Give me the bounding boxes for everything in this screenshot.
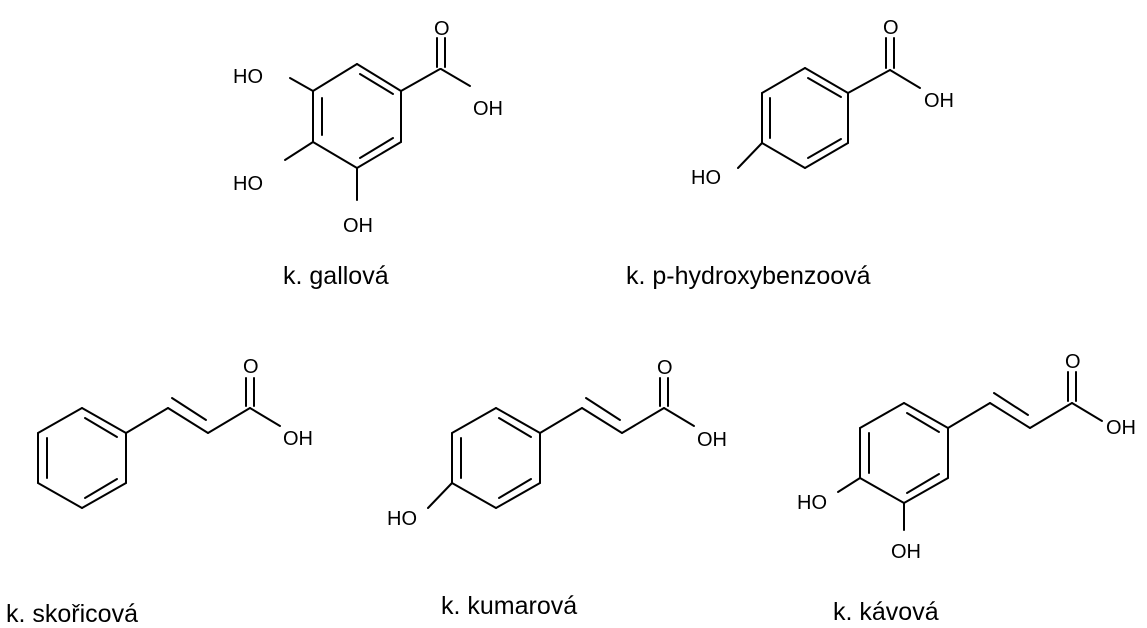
- bonds: [427, 377, 695, 509]
- molecule-cinnamic-acid: O OH k. skořicová: [6, 356, 313, 628]
- label-o-carbonyl: O: [243, 356, 259, 378]
- caption-caffeic-acid: k. kávová: [833, 598, 939, 626]
- caption-coumaric-acid: k. kumarová: [441, 592, 577, 620]
- label-o-carbonyl: O: [434, 18, 450, 40]
- molecule-caffeic-acid: HO OH O OH k. kávová: [797, 351, 1136, 626]
- label-ho: HO: [387, 508, 417, 530]
- bonds: [837, 371, 1103, 531]
- label-o-carbonyl: O: [657, 357, 673, 379]
- bonds: [284, 37, 471, 201]
- label-oh-acid: OH: [1106, 417, 1136, 439]
- bonds: [37, 377, 281, 509]
- caption-p-hydroxybenzoic-acid: k. p-hydroxybenzoová: [626, 262, 871, 290]
- label-ho-top: HO: [233, 66, 263, 88]
- molecule-p-hydroxybenzoic-acid: HO O OH k. p-hydroxybenzoová: [626, 17, 954, 290]
- label-o-carbonyl: O: [883, 17, 899, 39]
- caption-cinnamic-acid: k. skořicová: [6, 600, 138, 628]
- label-oh-acid: OH: [924, 90, 954, 112]
- molecule-coumaric-acid: HO O OH k. kumarová: [387, 357, 727, 620]
- label-o-carbonyl: O: [1065, 351, 1081, 373]
- caption-gallic-acid: k. gallová: [283, 262, 389, 290]
- label-oh-bottom: OH: [343, 215, 373, 237]
- molecule-gallic-acid: HO HO OH O OH k. gallová: [233, 18, 503, 290]
- label-ho: HO: [691, 167, 721, 189]
- label-oh-acid: OH: [283, 428, 313, 450]
- bonds: [737, 37, 921, 169]
- label-ho-middle: HO: [233, 173, 263, 195]
- label-ho: HO: [797, 492, 827, 514]
- label-oh: OH: [891, 541, 921, 563]
- label-oh-acid: OH: [697, 429, 727, 451]
- label-oh-acid: OH: [473, 98, 503, 120]
